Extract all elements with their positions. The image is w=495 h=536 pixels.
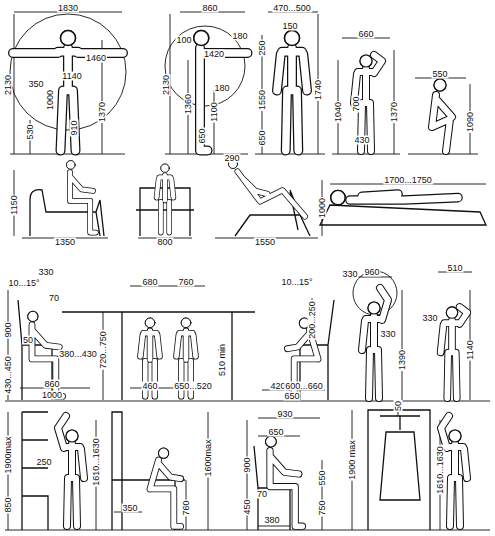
- dimension-label: 1040: [334, 101, 343, 123]
- dimension-label: 450: [243, 498, 252, 515]
- dimension-label: 250: [35, 458, 52, 467]
- dimension-label: 660: [357, 30, 374, 39]
- dimension-label: 1420: [203, 50, 225, 59]
- dimension-label: 900: [4, 321, 13, 338]
- dimension-label: 2130: [4, 74, 13, 96]
- dimension-label: 1100: [210, 101, 219, 122]
- dimension-label: 2130: [162, 74, 171, 96]
- dimension-label: 720...750: [99, 330, 108, 370]
- dimension-label: 850: [4, 496, 13, 513]
- dimension-label: 330: [37, 268, 54, 277]
- dimension-label: 1600max: [204, 438, 213, 477]
- dimension-label: 1390: [398, 349, 407, 371]
- dimension-label: 70: [256, 490, 268, 499]
- dimension-label: 760: [177, 278, 194, 287]
- dimension-label: 1460: [85, 54, 107, 63]
- dimension-label: 650: [258, 129, 267, 146]
- dimension-label: 380: [263, 516, 280, 525]
- dimension-label: 650: [267, 428, 284, 437]
- dimension-label: 1000: [318, 197, 327, 219]
- dimension-label: 1830: [57, 4, 79, 13]
- dimension-label: 70: [48, 294, 60, 303]
- dimension-label: 330: [379, 330, 396, 339]
- dimension-label: 330: [341, 270, 358, 279]
- dimension-label: 430...450: [4, 355, 13, 395]
- dimension-label: 1550: [254, 238, 276, 247]
- dimension-label: 1740: [314, 79, 323, 101]
- dimension-label: 380...430: [58, 350, 98, 359]
- dimension-label: 510: [446, 264, 463, 273]
- dimension-label: 550: [318, 469, 327, 486]
- dimension-label: 550: [431, 70, 448, 79]
- dimension-label: 530: [26, 123, 35, 140]
- dimension-label: 700: [352, 95, 361, 112]
- dimension-label: 1000: [46, 89, 55, 111]
- dimension-label: 460: [141, 382, 158, 391]
- dimension-label: 860: [201, 4, 218, 13]
- dimension-label: 180: [231, 32, 248, 41]
- dimension-label: 350: [27, 80, 44, 89]
- dimension-label: 1370: [390, 101, 399, 123]
- dimension-label: 1090: [466, 111, 475, 133]
- dimension-label: 930: [276, 410, 293, 419]
- dimension-label: 1700...1750: [383, 176, 433, 185]
- dimension-label: 900: [243, 456, 252, 473]
- dimension-label: 600...660: [284, 382, 324, 391]
- dimension-label: 1000: [41, 391, 63, 400]
- dimension-label: 1360: [184, 93, 193, 115]
- dimension-label: 430: [353, 136, 370, 145]
- dimension-label: 960: [363, 268, 380, 277]
- dimension-label: 650: [198, 127, 207, 144]
- dimension-label: 1610...1630: [92, 437, 101, 487]
- dimension-label: 1550: [258, 89, 267, 111]
- dimension-label: 800: [156, 238, 173, 247]
- dimension-label: 680: [141, 278, 158, 287]
- dimension-label: 1370: [98, 101, 107, 123]
- dimension-label: 470...500: [272, 4, 312, 13]
- dimension-label: 1900max: [4, 435, 13, 474]
- dimension-label: 760: [182, 499, 191, 516]
- dimension-label: 1610...1630: [436, 445, 445, 495]
- dimension-label: 350: [121, 504, 138, 513]
- dimension-label: 50: [22, 336, 34, 345]
- dimension-label: 290: [223, 154, 240, 163]
- dimension-label: 10...15°: [7, 279, 40, 288]
- dimension-label: 250: [258, 39, 267, 56]
- dimension-label: 860: [43, 380, 60, 389]
- dimension-label: 330: [421, 314, 438, 323]
- dimension-label: 200...250: [308, 300, 317, 340]
- dimension-label: 750: [318, 499, 327, 516]
- dimension-label: 100: [175, 36, 192, 45]
- dimension-label: 50: [394, 400, 403, 412]
- dimension-label: 1900 max: [348, 439, 357, 481]
- dimension-label: 1140: [61, 72, 82, 81]
- dimension-label: 510 min: [218, 343, 227, 377]
- dimension-label: 1140: [466, 339, 475, 360]
- dimension-label: 650: [283, 392, 300, 401]
- dimension-label: 150: [281, 22, 298, 31]
- dimension-label: 1350: [54, 238, 76, 247]
- dimension-label: 180: [213, 84, 230, 93]
- dimension-label: 10...15°: [280, 278, 313, 287]
- dimension-label: 910: [70, 119, 79, 136]
- dimension-label: 1150: [10, 194, 19, 215]
- dimension-label: 650...520: [173, 382, 213, 391]
